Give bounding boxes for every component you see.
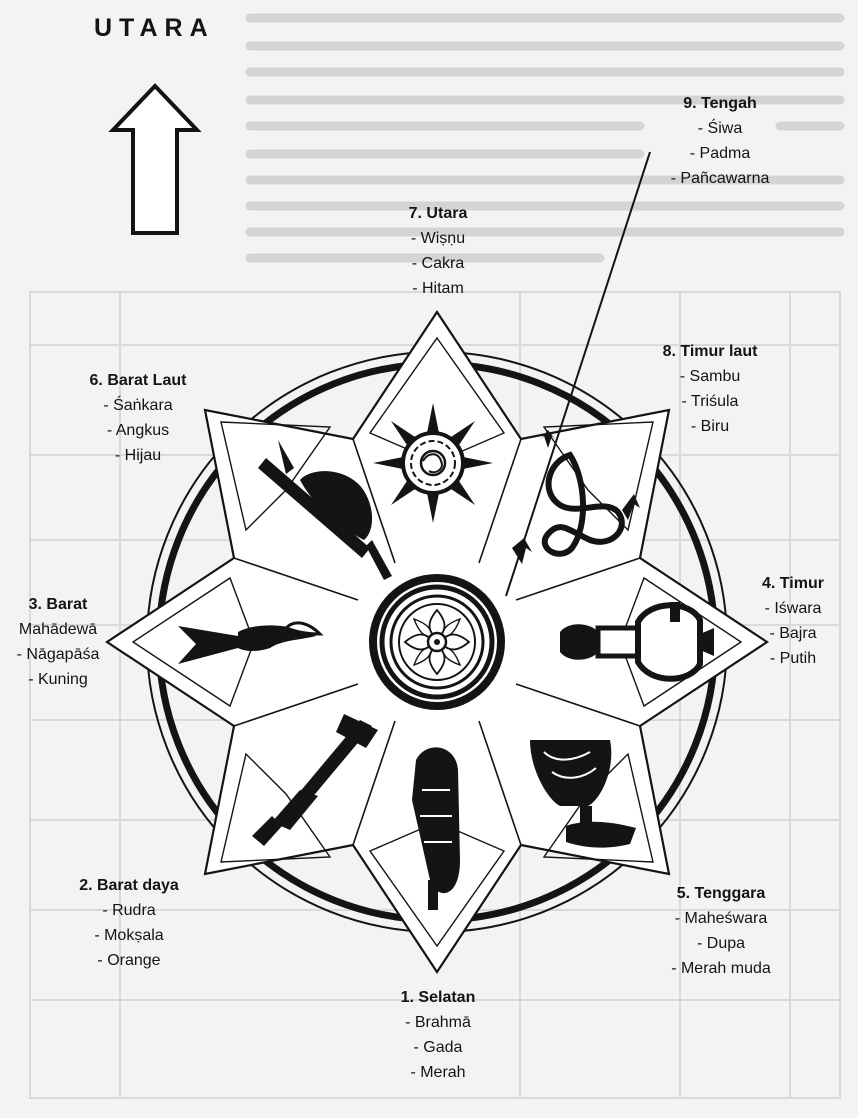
label-tengah: 9. Tengah - Śiwa - Padma - Pañcawarna	[670, 95, 770, 187]
label-timur-laut: 8. Timur laut - Sambu - Triśula - Biru	[662, 343, 758, 435]
dupa-icon	[530, 740, 636, 848]
label-barat: 3. Barat Mahādewā - Nāgapāśa - Kuning	[16, 596, 100, 688]
north-label: UTARA	[94, 14, 215, 42]
label-tenggara: 5. Tenggara - Maheśwara - Dupa - Merah m…	[671, 885, 771, 977]
label-timur: 4. Timur - Iśwara - Bajra - Putih	[762, 575, 824, 667]
angkus-icon	[258, 440, 392, 580]
gada-icon	[412, 747, 460, 910]
label-barat-daya: 2. Barat daya - Rudra - Mokṣala - Orange	[79, 877, 179, 969]
trisula-tips-icon	[512, 430, 640, 564]
north-arrow-icon	[108, 83, 202, 235]
cakra-icon	[373, 403, 493, 523]
tengah-pointer	[505, 151, 651, 597]
label-utara: 7. Utara - Wiṣṇu - Cakra - Hitam	[408, 205, 468, 297]
padma-lotus-icon	[369, 574, 505, 710]
petal-dividers	[233, 438, 641, 846]
trisula-icon	[541, 451, 625, 557]
label-selatan: 1. Selatan - Brahmā - Gada - Merah	[400, 989, 476, 1081]
nagapasa-icon	[178, 621, 324, 664]
moksala-icon	[252, 714, 378, 846]
bajra-icon	[560, 602, 714, 682]
label-barat-laut: 6. Barat Laut - Śaṅkara - Angkus - Hijau	[89, 372, 187, 464]
